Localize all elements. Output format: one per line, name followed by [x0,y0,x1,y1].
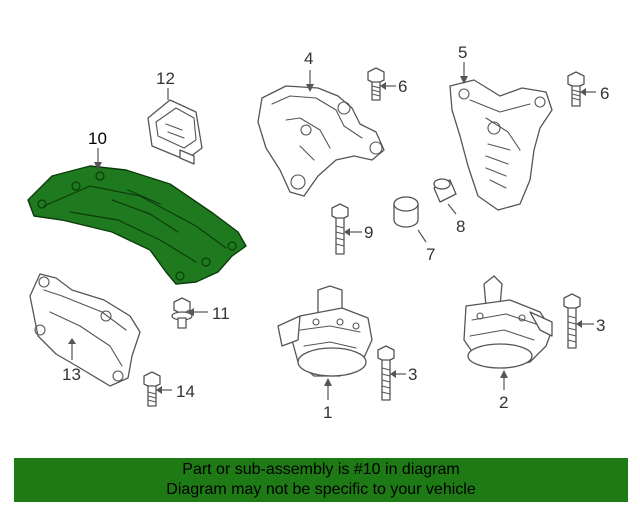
callout-13: 13 [62,365,81,384]
callout-2: 2 [499,393,508,412]
info-banner: Part or sub-assembly is #10 in diagram D… [14,458,628,502]
callout-3b: 3 [596,316,605,335]
banner-line-1: Part or sub-assembly is #10 in diagram [182,461,460,478]
banner-line-2: Diagram may not be specific to your vehi… [166,481,476,498]
callout-6a: 6 [398,77,407,96]
callout-1: 1 [323,403,332,422]
part-12-bump-stop[interactable] [147,99,203,165]
part-8-sleeve[interactable] [433,178,457,203]
callout-10: 10 [88,129,107,148]
callout-14: 14 [176,382,195,401]
callout-12: 12 [156,69,175,88]
part-3-bolt-left[interactable] [377,345,395,401]
part-7-bushing[interactable] [393,196,419,228]
callout-8: 8 [456,217,465,236]
callout-11: 11 [212,304,230,323]
part-1-engine-mount[interactable] [277,285,373,377]
part-4-engine-bracket[interactable] [257,85,385,197]
callout-4: 4 [304,49,313,68]
callout-9: 9 [364,223,373,242]
part-6-bolt-right[interactable] [567,71,585,107]
part-5-engine-bracket[interactable] [449,79,553,211]
callout-7: 7 [426,245,435,264]
part-2-engine-mount[interactable] [463,275,553,369]
part-10-crossmember[interactable] [27,165,247,285]
part-11-bolt[interactable] [171,297,193,329]
part-14-bolt[interactable] [143,371,161,407]
part-13-transmission-bracket[interactable] [29,273,141,387]
part-6-bolt-left[interactable] [367,67,385,101]
part-3-bolt-right[interactable] [563,293,581,349]
part-9-bolt[interactable] [331,203,349,255]
callout-5: 5 [458,43,467,62]
callout-3a: 3 [408,365,417,384]
callout-6b: 6 [600,84,609,103]
